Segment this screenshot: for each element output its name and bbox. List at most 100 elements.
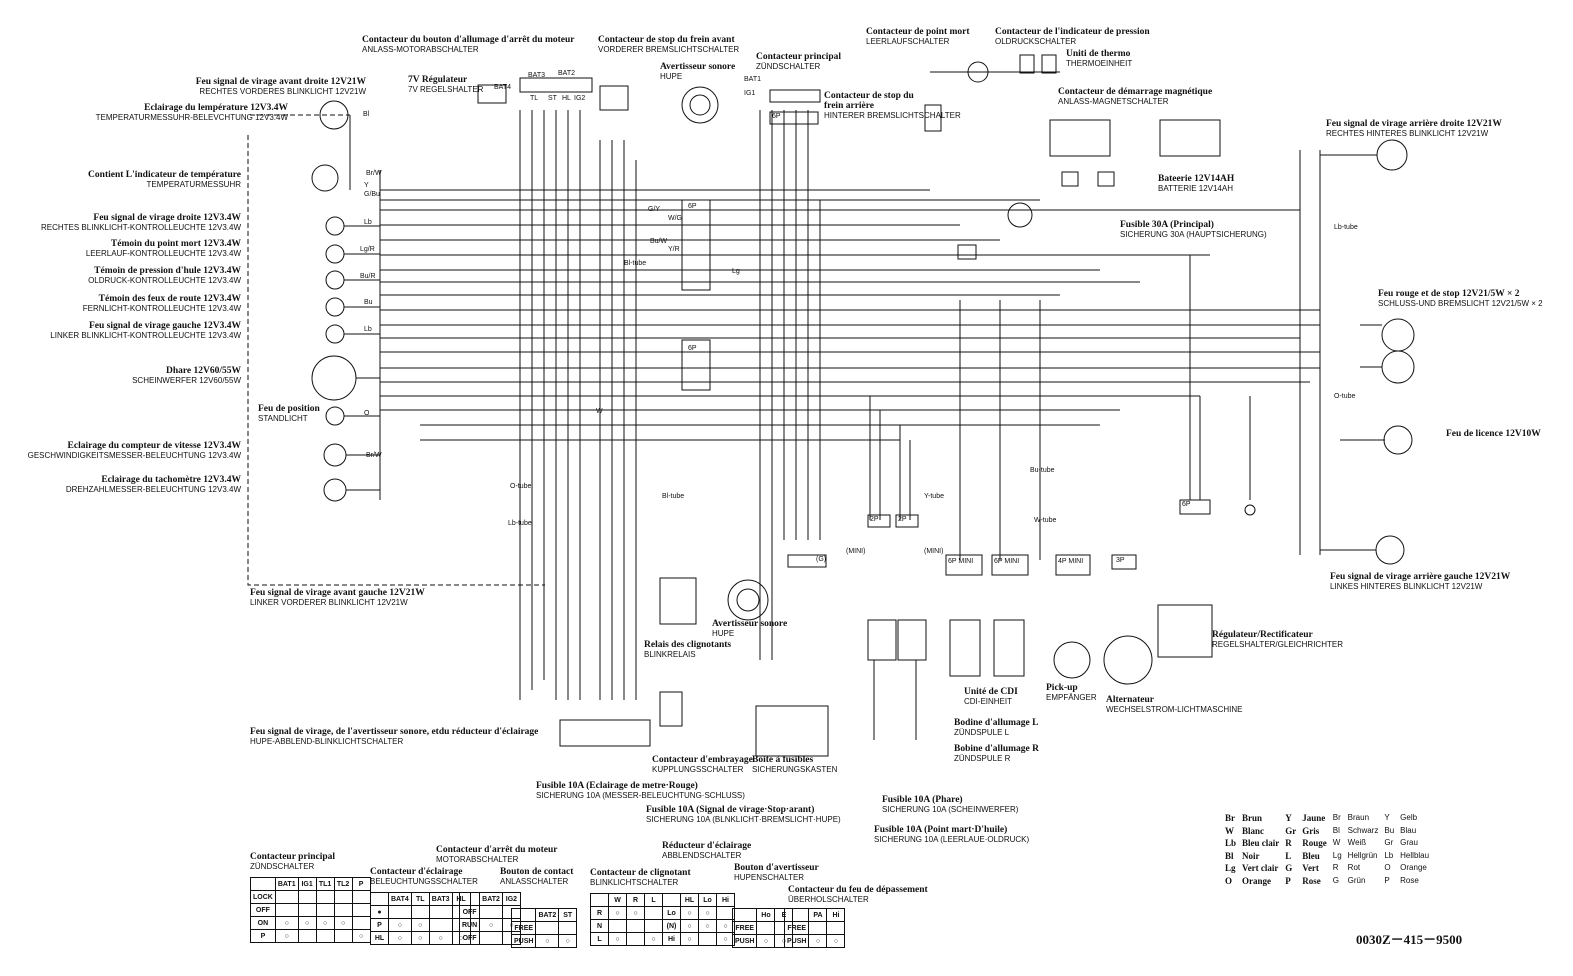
label-fuse-meter: Fusible 10A (Eclairage de metre·Rouge)SI… — [536, 781, 745, 800]
wire-tag: Bl — [363, 111, 370, 118]
wire-tag: Bu/R — [360, 273, 376, 280]
label-rear-left-turn: Feu signal de virage arrière gauche 12V2… — [1330, 572, 1511, 591]
document-code: 0030Z－415－9500 — [1356, 932, 1463, 947]
label-speedo-light: Eclairage du compteur de vitesse 12V3.4W… — [27, 441, 241, 460]
label-fuse-signal: Fusible 10A (Signal de virage·Stop·arant… — [646, 805, 841, 824]
wire-tag: W — [596, 408, 603, 415]
label-engine-stop-switch: Contacteur du bouton d'allumage d'arrêt … — [362, 35, 575, 54]
connector-tag: 6P — [688, 203, 697, 210]
wire-tag: Lb-tube — [1334, 224, 1358, 231]
wire-tag: (MINI) — [846, 548, 866, 555]
wire-tag: Lb — [364, 219, 372, 226]
label-handlebar-switch: Feu signal de virage, de l'avertisseur s… — [250, 727, 539, 746]
label-rear-right-turn: Feu signal de virage arrière droite 12V2… — [1326, 119, 1502, 138]
label-main-fuse: Fusible 30A (Principal)SICHERUNG 30A (HA… — [1120, 220, 1267, 239]
connector-tag: BAT1 — [744, 76, 761, 83]
label-front-left-turn: Feu signal de virage avant gauche 12V21W… — [250, 588, 425, 607]
wire-tag: W-tube — [1034, 517, 1057, 524]
wire-tag: O-tube — [1334, 393, 1356, 400]
wire-tag: G/Y — [648, 206, 661, 213]
wire-tag: Br/W — [366, 170, 382, 177]
wire-tag: Lg — [732, 268, 740, 275]
wire-tag: Lg/R — [360, 246, 375, 253]
rear-lamps — [1320, 139, 1415, 565]
connector-tag: 2P — [898, 516, 907, 523]
connector-blocks — [477, 54, 1221, 757]
wire-tag: Lb-tube — [508, 520, 532, 527]
connector-tag: BAT4 — [494, 84, 511, 91]
wire-tag: Br/W — [366, 452, 382, 459]
wire-tag: Bl-tube — [662, 493, 685, 500]
connector-tag: 3P — [1116, 557, 1125, 564]
label-fuse-phare: Fusible 10A (Phare)SICHERUNG 10A (SCHEIN… — [882, 795, 1019, 814]
bus-lines — [380, 189, 1320, 441]
connector-tag: 2P — [870, 516, 879, 523]
connector-tag: (G) — [816, 556, 827, 563]
wire-tag: G/Bu — [364, 191, 380, 198]
connector-tag: BAT3 — [528, 72, 545, 79]
connector-tag: IG2 — [574, 95, 586, 102]
wire-tag: Bu/W — [650, 238, 668, 245]
wire-tag: Lb — [364, 326, 372, 333]
connector-tag: 6P — [1182, 501, 1191, 508]
wire-tag: (MINI) — [924, 548, 944, 555]
vertical-trunks — [519, 110, 1321, 700]
connector-tag: BAT2 — [558, 70, 575, 77]
label-fuse-neutral: Fusible 10A (Point mart·D'huile)SICHERUN… — [874, 825, 1030, 844]
front-lamps — [311, 100, 381, 502]
wire-tag: Bu — [364, 299, 373, 306]
wire-tag: Y/R — [668, 246, 680, 253]
connector-tag: 6P — [688, 345, 697, 352]
connector-tag: IG1 — [744, 90, 756, 97]
wire-tag: Bu-tube — [1030, 467, 1055, 474]
devices — [681, 61, 1256, 740]
label-front-right-turn: Feu signal de virage avant droite 12V21W… — [195, 77, 366, 96]
wire-tag: O-tube — [510, 483, 532, 490]
connector-tag: 6P MINI — [994, 558, 1020, 565]
wire-tag: W/G — [668, 215, 682, 222]
connector-tag: 6P — [772, 113, 781, 120]
